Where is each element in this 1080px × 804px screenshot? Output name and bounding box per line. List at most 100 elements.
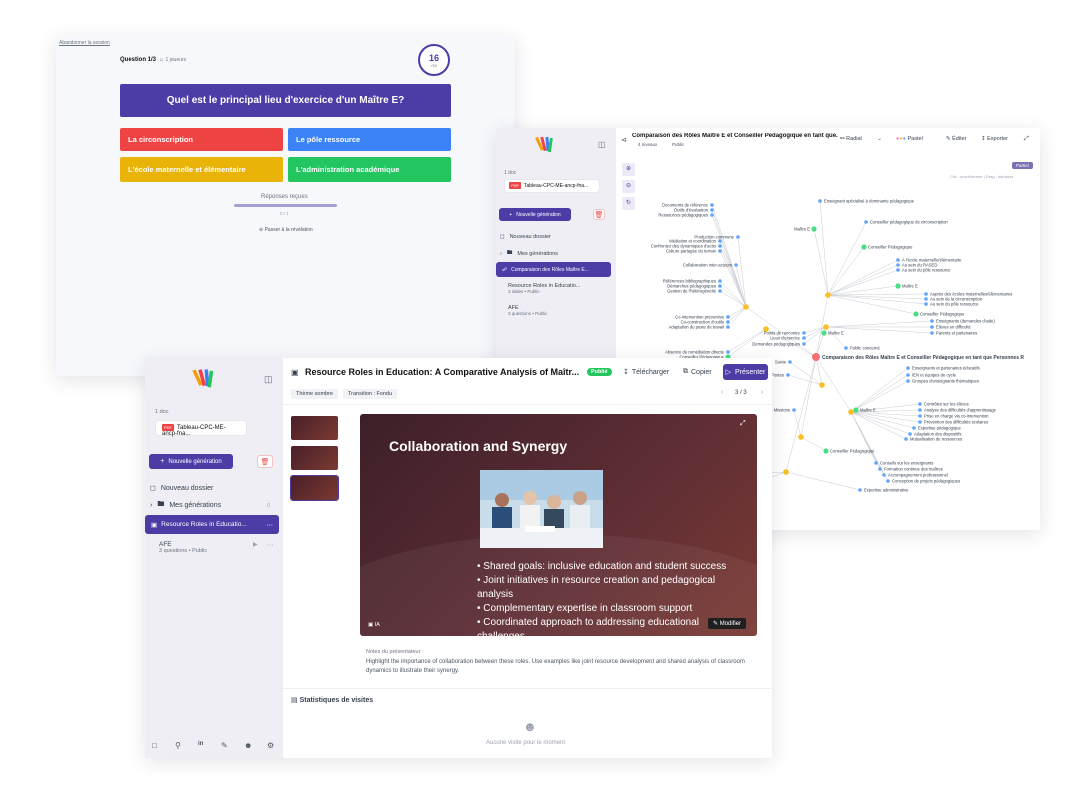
mindmap-leaf-node[interactable] xyxy=(918,420,922,424)
mindmap-leaf-node[interactable] xyxy=(844,346,848,350)
zoom-in-button[interactable]: ⊕ xyxy=(622,163,635,176)
pen-icon[interactable]: ✎ xyxy=(221,741,228,750)
mindmap-leaf-node[interactable] xyxy=(710,213,714,217)
prev-slide-button[interactable]: ‹ xyxy=(721,389,724,396)
export-button[interactable]: ↧ Exporter xyxy=(981,136,1008,142)
slide-thumbnail-1[interactable] xyxy=(291,416,338,440)
mindmap-leaf-node[interactable] xyxy=(821,330,827,336)
my-generations-row[interactable]: ›🖿Mes générations xyxy=(500,249,558,258)
mindmap-branch-node[interactable] xyxy=(819,382,825,388)
mindmap-branch-node[interactable] xyxy=(783,469,789,475)
mindmap-leaf-node[interactable] xyxy=(918,402,922,406)
mindmap-leaf-node[interactable] xyxy=(818,199,822,203)
mindmap-leaf-node[interactable] xyxy=(726,320,730,324)
answer-option-2[interactable]: Le pôle ressource xyxy=(288,128,451,151)
mindmap-leaf-node[interactable] xyxy=(930,331,934,335)
fullscreen-icon[interactable]: ⤢ xyxy=(1024,136,1029,142)
mindmap-leaf-node[interactable] xyxy=(786,373,790,377)
mindmap-leaf-node[interactable] xyxy=(904,437,908,441)
abandon-session-link[interactable]: Abandonner la session xyxy=(59,40,110,46)
linkedin-icon[interactable]: in xyxy=(198,741,204,747)
mindmap-leaf-node[interactable] xyxy=(853,407,859,413)
mindmap-leaf-node[interactable] xyxy=(906,379,910,383)
palette-select[interactable]: ●●● Pastel xyxy=(896,136,923,142)
chat-icon[interactable]: □ xyxy=(152,741,157,750)
zoom-out-button[interactable]: ⊖ xyxy=(622,180,635,193)
sidebar-item-resource-roles[interactable]: Resource Roles in Educatio... 3 slides •… xyxy=(500,283,580,294)
mindmap-branch-node[interactable] xyxy=(763,326,769,332)
mindmap-branch-node[interactable] xyxy=(848,409,854,415)
mindmap-leaf-node[interactable] xyxy=(718,244,722,248)
answer-option-1[interactable]: La circonscription xyxy=(120,128,283,151)
mindmap-leaf-node[interactable] xyxy=(924,292,928,296)
mindmap-leaf-node[interactable] xyxy=(930,319,934,323)
users-icon[interactable]: ☻ xyxy=(244,741,253,750)
share-icon[interactable]: ⊲ xyxy=(621,137,627,144)
mindmap-leaf-node[interactable] xyxy=(823,448,829,454)
mindmap-root-node[interactable] xyxy=(812,353,820,361)
more-icon[interactable]: ⋯ xyxy=(266,521,274,529)
reset-view-button[interactable]: ↻ xyxy=(622,197,635,210)
mindmap-branch-node[interactable] xyxy=(823,324,829,330)
mindmap-leaf-node[interactable] xyxy=(874,461,878,465)
mindmap-leaf-node[interactable] xyxy=(792,408,796,412)
more-icon[interactable]: ⋯ xyxy=(267,542,274,549)
mindmap-leaf-node[interactable] xyxy=(882,473,886,477)
active-item-resource-roles[interactable]: ▣Resource Roles in Educatio...⋯ xyxy=(145,515,279,534)
delete-button[interactable]: 🗑 xyxy=(593,209,605,220)
mindmap-leaf-node[interactable] xyxy=(930,325,934,329)
mindmap-leaf-node[interactable] xyxy=(924,302,928,306)
edit-slide-button[interactable]: ✎ Modifier xyxy=(708,618,747,629)
sidebar-item-afe[interactable]: AFE▶⋯ 3 questions • Public xyxy=(149,541,279,554)
mindmap-leaf-node[interactable] xyxy=(896,263,900,267)
new-generation-button[interactable]: +Nouvelle génération xyxy=(499,208,571,221)
present-button[interactable]: ▷Présenter xyxy=(723,364,768,380)
collapse-sidebar-icon[interactable]: ◫ xyxy=(264,374,273,384)
mindmap-leaf-node[interactable] xyxy=(908,432,912,436)
mindmap-leaf-node[interactable] xyxy=(802,336,806,340)
edit-button[interactable]: ✎ Éditer xyxy=(946,136,967,142)
collapse-sidebar-icon[interactable]: ◫ xyxy=(598,140,606,149)
sidebar-item-afe[interactable]: AFE 3 questions • Public xyxy=(500,305,547,316)
theme-chip[interactable]: Thème sombre xyxy=(291,389,338,399)
mindmap-leaf-node[interactable] xyxy=(886,479,890,483)
delete-button[interactable]: 🗑 xyxy=(257,455,273,468)
mindmap-leaf-node[interactable] xyxy=(861,244,867,250)
mindmap-leaf-node[interactable] xyxy=(788,360,792,364)
mindmap-branch-node[interactable] xyxy=(825,292,831,298)
mindmap-leaf-node[interactable] xyxy=(918,414,922,418)
mindmap-leaf-node[interactable] xyxy=(918,408,922,412)
mindmap-leaf-node[interactable] xyxy=(718,239,722,243)
new-generation-button[interactable]: +Nouvelle génération xyxy=(149,454,233,469)
slide-thumbnail-3[interactable] xyxy=(290,475,339,501)
download-button[interactable]: ↧Télécharger xyxy=(623,368,669,377)
transition-chip[interactable]: Transition : Fondu xyxy=(343,389,398,399)
mindmap-leaf-node[interactable] xyxy=(726,315,730,319)
mindmap-leaf-node[interactable] xyxy=(718,249,722,253)
mindmap-leaf-node[interactable] xyxy=(734,263,738,267)
mindmap-leaf-node[interactable] xyxy=(710,203,714,207)
mindmap-leaf-node[interactable] xyxy=(896,258,900,262)
mindmap-leaf-node[interactable] xyxy=(736,235,740,239)
mindmap-leaf-node[interactable] xyxy=(906,366,910,370)
mindmap-leaf-node[interactable] xyxy=(864,220,868,224)
mindmap-branch-node[interactable] xyxy=(798,434,804,440)
mindmap-leaf-node[interactable] xyxy=(896,268,900,272)
mindmap-branch-node[interactable] xyxy=(743,304,749,310)
new-folder-row[interactable]: ◻Nouveau dossier xyxy=(500,234,551,240)
mindmap-leaf-node[interactable] xyxy=(913,311,919,317)
layout-select[interactable]: ⚯ Radial ⌄ xyxy=(840,136,882,142)
slide-thumbnail-2[interactable] xyxy=(291,446,338,470)
mindmap-leaf-node[interactable] xyxy=(802,331,806,335)
mindmap-leaf-node[interactable] xyxy=(718,279,722,283)
play-icon[interactable]: ▶ xyxy=(253,542,258,548)
mindmap-leaf-node[interactable] xyxy=(906,373,910,377)
mindmap-leaf-node[interactable] xyxy=(710,208,714,212)
mindmap-leaf-node[interactable] xyxy=(878,467,882,471)
mindmap-leaf-node[interactable] xyxy=(895,283,901,289)
mindmap-leaf-node[interactable] xyxy=(811,226,817,232)
copy-button[interactable]: ⧉Copier xyxy=(683,368,712,376)
skip-reveal-button[interactable]: ⊘ Passer à la révélation xyxy=(259,227,313,233)
